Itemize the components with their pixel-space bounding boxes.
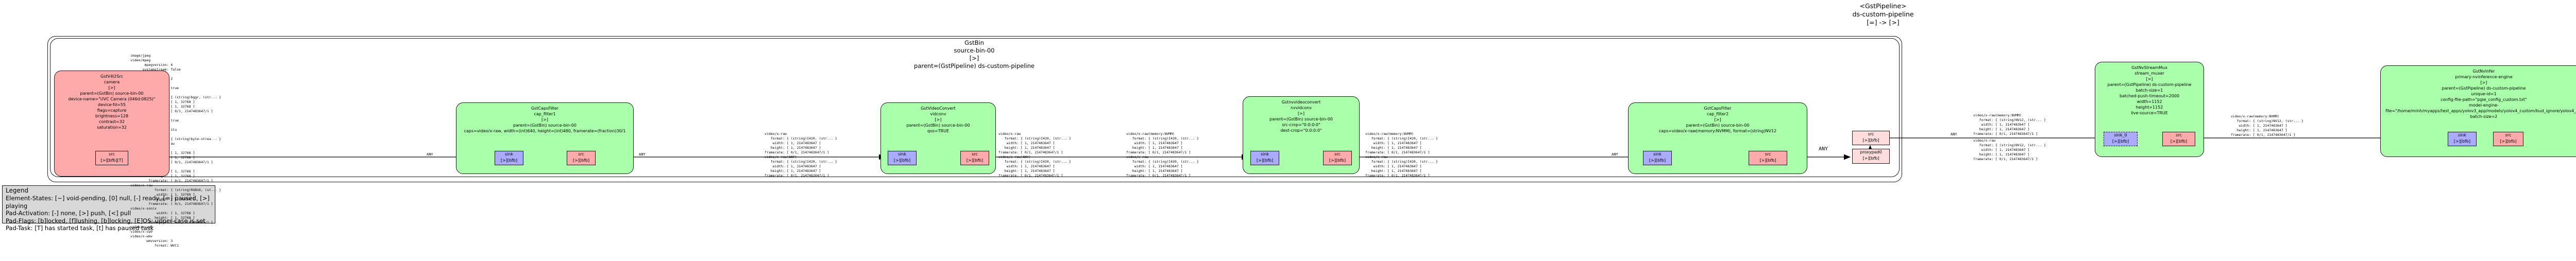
legend: Legend Element-States: [~] void-pending,…: [2, 185, 215, 232]
legend-title: Legend: [6, 187, 29, 194]
edge-label-any-capfilter2-sink: ANY: [1612, 152, 1618, 156]
element-nvvidconv-label: Gstnvvideoconvert nvvidconv [>] parent=(…: [1269, 100, 1333, 133]
pad-camera-src: src [>][bfb][T]: [95, 151, 128, 165]
element-camera-label: GstV4l2Src camera [>] parent=(GstBin) so…: [68, 74, 156, 130]
edge-label-any-capfilter1-sink: ANY: [427, 152, 433, 156]
caps-capfilter1-vidconv-top: video/x-raw format: { (string)I420, (str…: [765, 132, 837, 154]
pad-cap-filter1-src: src [>][bfb]: [567, 151, 596, 165]
element-nvinfer: GstNvInfer primary-nvinference-engine [>…: [2380, 65, 2576, 157]
caps-nvvidconv-src-top: video/x-raw(memory:NVMM) format: { (stri…: [1365, 132, 1438, 154]
pad-vidconv-sink: sink [>][bfb]: [888, 151, 917, 165]
caps-vidconv-src-bottom: video/x-raw(ANY) format: { (string)I420,…: [998, 155, 1071, 178]
element-cap-filter2-label: GstCapsFilter cap_filter2 [>] parent=(Gs…: [1658, 106, 1777, 133]
element-vidconv: GstVideoConvert vidconv [>] parent=(GstB…: [880, 102, 996, 174]
caps-nvvidconv-src-bottom: video/x-raw format: { (string)I420, (str…: [1365, 155, 1438, 178]
source-bin-label: GstBin source-bin-00 [>] parent=(GstPipe…: [914, 39, 1035, 69]
caps-nvvidconv-sink-top: video/x-raw(memory:NVMM) format: { (stri…: [1126, 132, 1199, 154]
pad-nvvidconv-sink: sink [>][bfb]: [1250, 151, 1279, 165]
element-cap-filter2: GstCapsFilter cap_filter2 [>] parent=(Gs…: [1628, 102, 1807, 174]
caps-muxer-sink-bottom: video/x-raw format: { (string)NV12, (str…: [1973, 138, 2046, 161]
legend-lines: Element-States: [~] void-pending, [0] nu…: [6, 195, 210, 232]
element-nvinfer-label: GstNvInfer primary-nvinference-engine [>…: [2385, 69, 2576, 119]
pad-source-bin-proxypad0: proxypad0 [>][bfb]: [1852, 149, 1890, 164]
caps-nvvidconv-sink-bottom: video/x-raw format: { (string)I420, (str…: [1126, 155, 1199, 178]
caps-muxer-src: video/x-raw(memory:NVMM) format: { (stri…: [2231, 114, 2303, 137]
edge-label-any-capfilter2-src: ANY: [1819, 146, 1828, 152]
element-vidconv-label: GstVideoConvert vidconv [>] parent=(GstB…: [906, 106, 970, 133]
element-stream-muxer: GstNvStreamMux stream_muxer [>] parent=(…: [2095, 62, 2204, 157]
pipeline-cluster: [47, 36, 1902, 182]
element-nvvidconv: Gstnvvideoconvert nvvidconv [>] parent=(…: [1243, 96, 1360, 174]
element-camera: GstV4l2Src camera [>] parent=(GstBin) so…: [54, 71, 170, 177]
edge-label-any-ghost-src: ANY: [1951, 132, 1957, 136]
pad-cap-filter2-sink: sink [>][bfb]: [1643, 151, 1672, 165]
pipeline-title: <GstPipeline> ds-custom-pipeline [=] -> …: [1852, 2, 1914, 26]
pad-source-bin-ghost-src: src [>][bfb]: [1852, 131, 1890, 145]
caps-capfilter1-vidconv-bottom: video/x-raw(ANY) format: { (string)I420,…: [765, 155, 837, 178]
caps-muxer-sink-top: video/x-raw(memory:NVMM) format: { (stri…: [1973, 113, 2046, 136]
pad-stream-muxer-src: src [>][bfb]: [2162, 132, 2195, 146]
element-stream-muxer-label: GstNvStreamMux stream_muxer [>] parent=(…: [2107, 65, 2192, 115]
caps-vidconv-src-top: video/x-raw format: { (string)I420, (str…: [998, 132, 1071, 154]
pad-nvinfer-src: src [>][bfb]: [2493, 132, 2523, 146]
pad-cap-filter2-src: src [>][bfb]: [1749, 151, 1787, 165]
source-bin-cluster: [50, 38, 1900, 177]
element-cap-filter1: GstCapsFilter cap_filter1 [>] parent=(Gs…: [456, 102, 634, 174]
edge-label-any-capfilter1-src: ANY: [639, 152, 646, 156]
pad-nvvidconv-src: src [>][bfb]: [1323, 151, 1352, 165]
element-cap-filter1-label: GstCapsFilter cap_filter1 [>] parent=(Gs…: [464, 106, 626, 133]
pad-stream-muxer-sink-0: sink_0 [>][bfb]: [2104, 132, 2138, 146]
pad-nvinfer-sink: sink [>][bfb]: [2448, 132, 2477, 146]
pad-vidconv-src: src [>][bfb]: [960, 151, 989, 165]
pad-cap-filter1-sink: sink [>][bfb]: [495, 151, 523, 165]
